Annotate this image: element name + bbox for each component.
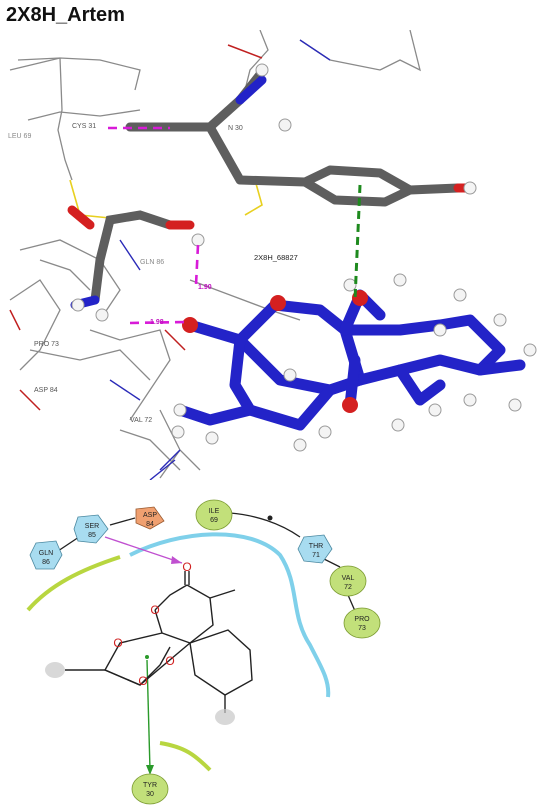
receptor-wires-red [9, 44, 263, 411]
residue-pro73: PRO 73 [343, 607, 381, 639]
residue-name: SER [85, 523, 99, 530]
residue-ser85: SER 85 [73, 514, 109, 544]
residue-name: ASP [143, 512, 157, 519]
residue-number: 73 [358, 625, 366, 632]
receptor-wires-blue [109, 39, 331, 480]
ligand-oxygens [182, 290, 368, 413]
residue-number: 30 [146, 791, 154, 798]
residue-label-val72: VAL 72 [130, 417, 152, 424]
residue-label-asp84: ASP 84 [34, 387, 58, 394]
ligand-label: 2X8H_68827 [254, 253, 298, 262]
residue-label-leu69: LEU 69 [8, 133, 31, 140]
residue-thr71: THR 71 [297, 534, 333, 564]
oxygen-atom: O [138, 674, 147, 688]
residue-name: GLN [39, 550, 53, 557]
residue-number: 72 [344, 584, 352, 591]
pocket-contour-blue [129, 532, 331, 698]
residue-number: 86 [42, 559, 50, 566]
hbond-arrow [104, 536, 183, 564]
residue-number: 85 [88, 532, 96, 539]
ligand-artemisinin [174, 289, 526, 431]
residue-name: VAL [342, 575, 355, 582]
sulfur-bonds [69, 179, 263, 219]
residue-label-n30: N 30 [228, 125, 243, 132]
hydrogen-bond-lines [108, 126, 200, 325]
hbond-distance-2: 1.98 [150, 319, 164, 326]
residue-val72: VAL 72 [329, 565, 367, 597]
residue-asp84: ASP 84 [135, 506, 165, 530]
solvent-exposure-halos [45, 662, 235, 725]
residue-name: TYR [143, 782, 157, 789]
residue-number: 69 [210, 517, 218, 524]
residue-label-pro73: PRO 73 [34, 341, 59, 348]
residue-label-gln86: GLN 86 [140, 259, 164, 266]
3d-interaction-view: LEU 69 CYS 31 N 30 GLN 86 PRO 73 ASP 84 … [8, 30, 537, 480]
residue-name: ILE [209, 508, 220, 515]
residue-gln86: GLN 86 [29, 540, 63, 570]
pocket-contour-green-upper [26, 555, 121, 612]
oxygen-atoms: O O O O O [113, 560, 191, 688]
oxygen-atom: O [113, 636, 122, 650]
pi-interaction-line [353, 184, 362, 301]
residue-label-cys31: CYS 31 [72, 123, 96, 130]
pocket-contour-green-lower [159, 741, 212, 772]
oxygen-atom: O [165, 654, 174, 668]
residue-number: 71 [312, 552, 320, 559]
oxygen-atom: O [182, 560, 191, 574]
hydrogens [71, 63, 537, 452]
residue-tyr30: TYR 30 [131, 773, 169, 805]
residue-name: PRO [354, 616, 370, 623]
2d-interaction-diagram: O O O O O ASP 84 SER 85 GLN 86 ILE 69 [26, 499, 381, 805]
residue-name: THR [309, 543, 323, 550]
glutamine-stick [90, 210, 175, 305]
hbond-distance-1: 1.90 [198, 284, 212, 291]
ligand-2d-structure [65, 571, 253, 713]
tyrosine-stick [125, 67, 463, 207]
figure-title: 2X8H_Artem [6, 4, 125, 26]
oxygen-atom: O [150, 603, 159, 617]
residue-ile69: ILE 69 [195, 499, 233, 531]
residue-number: 84 [146, 521, 154, 528]
